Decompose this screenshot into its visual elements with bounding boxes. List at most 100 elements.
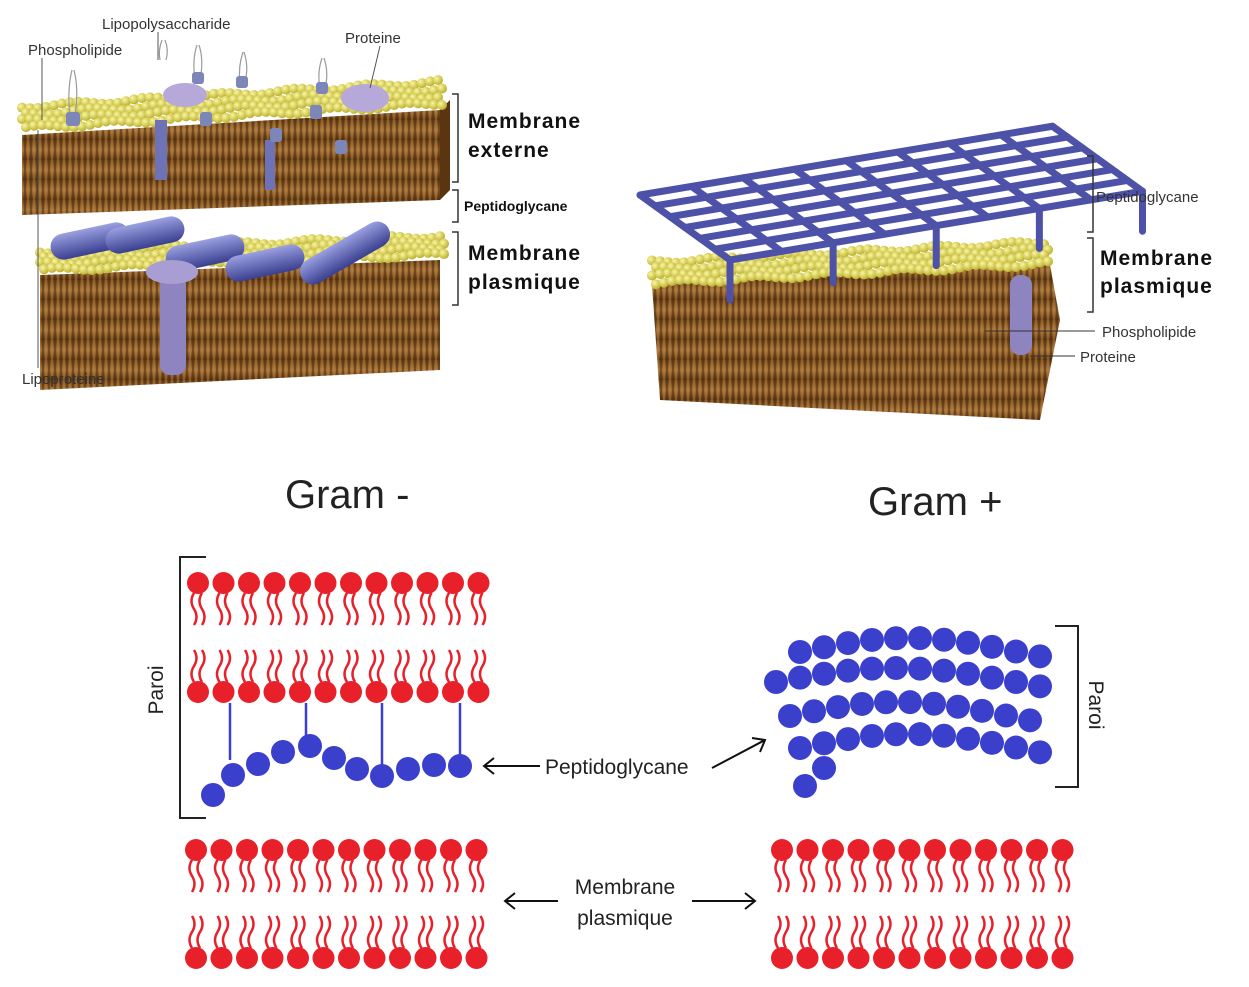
lipid-tail xyxy=(400,915,408,949)
lipid-head-ball xyxy=(21,122,31,133)
lipid-head-ball xyxy=(229,111,239,122)
lipid-head-ball xyxy=(109,115,119,126)
lipid-head xyxy=(365,572,388,594)
lipid-head-ball xyxy=(87,265,97,276)
lipid-head-ball xyxy=(95,264,105,275)
lipid-head xyxy=(389,839,411,861)
lipid-head-ball xyxy=(397,98,407,109)
lipid-tail xyxy=(341,859,349,893)
peptidoglycane-label-right-3d: Peptidoglycane xyxy=(1096,189,1199,206)
lipid-head xyxy=(391,572,413,594)
lipid-tail xyxy=(1011,859,1020,893)
lipid-head xyxy=(363,947,386,969)
lipid-tail xyxy=(986,859,994,893)
lipid-head-ball xyxy=(93,118,103,129)
lipid-head-ball xyxy=(739,272,749,283)
peptidoglycan-unit xyxy=(812,756,836,780)
lipid-tail xyxy=(239,859,247,893)
lipid-head-ball xyxy=(423,247,433,258)
lipid-tail xyxy=(264,915,273,949)
peptidoglycan-unit xyxy=(826,695,850,720)
lipid-head xyxy=(289,681,311,703)
lipid-tail xyxy=(884,859,892,893)
lipid-tail xyxy=(884,915,892,949)
lipid-head-ball xyxy=(101,116,111,127)
lipid-tail xyxy=(909,859,918,893)
paroi-label-left: Paroi xyxy=(145,665,168,714)
lipid-head-ball xyxy=(39,264,49,275)
lipid-head-ball xyxy=(125,116,135,127)
lipid-tail xyxy=(351,592,359,626)
schematic-gram-negative: Paroi xyxy=(145,556,490,969)
lipid-tail xyxy=(349,859,357,893)
paroi-bracket-left xyxy=(179,556,206,819)
lipid-tail xyxy=(196,859,204,893)
peptidoglycan-unit xyxy=(788,736,812,760)
lipid-head-ball xyxy=(269,107,279,118)
lipid-head xyxy=(261,947,284,969)
lipid-tail xyxy=(1054,915,1063,949)
phospholipide-label-right: Phospholipide xyxy=(1102,324,1196,341)
lipid-head-ball xyxy=(49,100,59,111)
lipid-head-ball xyxy=(819,267,829,278)
lipid-tail xyxy=(298,915,306,949)
lipid-tail xyxy=(782,915,790,949)
lipid-head xyxy=(263,572,286,594)
membrane-proteins xyxy=(146,83,389,375)
lipid-head xyxy=(796,839,819,861)
peptidoglycan-crosslink xyxy=(997,131,1095,204)
lipid-head-ball xyxy=(1007,253,1017,264)
lipid-head xyxy=(338,947,360,969)
lipid-tail xyxy=(247,859,255,893)
peptidoglycan-unit xyxy=(802,699,826,724)
lipid-head xyxy=(975,947,997,969)
lipid-head-ball xyxy=(779,273,789,284)
lipid-tail xyxy=(453,649,461,683)
lipid-head-ball xyxy=(89,109,99,120)
lipid-head xyxy=(1051,839,1074,861)
lipid-head-ball xyxy=(217,104,227,115)
peptidoglycan-unit xyxy=(448,754,472,778)
lipid-head-ball xyxy=(387,244,397,255)
lipid-head xyxy=(442,572,464,594)
lipid-tail xyxy=(266,592,275,626)
lipid-tail xyxy=(1062,915,1071,949)
lipid-head-ball xyxy=(213,113,223,124)
lipid-head-ball xyxy=(883,265,893,276)
peptidoglycan-unit xyxy=(932,658,956,683)
lipid-tail xyxy=(1037,915,1045,949)
lipid-tail xyxy=(317,592,326,626)
gram-positive-title: Gram + xyxy=(868,480,1002,524)
gram-neg-leader-lines xyxy=(37,32,381,368)
lipid-tail xyxy=(374,915,383,949)
lipid-tail xyxy=(1011,915,1020,949)
lipid-head xyxy=(185,839,207,861)
lipid-head-ball xyxy=(791,263,801,274)
lipid-head-ball xyxy=(313,96,323,107)
lipid-tail xyxy=(774,859,782,893)
lipid-tail xyxy=(858,859,867,893)
lipid-head xyxy=(312,839,335,861)
lipid-head-ball xyxy=(963,260,973,271)
lipid-head-ball xyxy=(647,270,657,281)
lipid-head xyxy=(340,572,362,594)
lipid-head-ball xyxy=(939,265,949,276)
lipid-head xyxy=(340,681,362,703)
lipid-head-ball xyxy=(47,262,57,273)
lipid-tail xyxy=(290,859,298,893)
peptidoglycan-grid xyxy=(636,122,1146,304)
peptidoglycan-unit xyxy=(422,753,446,777)
peptidoglycan-crosslink xyxy=(688,182,786,255)
lipid-head-ball xyxy=(145,92,155,103)
lipid-head-ball xyxy=(863,260,873,271)
lipid-head-ball xyxy=(367,252,377,263)
lipid-head-ball xyxy=(81,110,91,121)
lipid-head-ball xyxy=(783,265,793,276)
lipid-head-ball xyxy=(189,111,199,122)
lipid-head-ball xyxy=(395,243,405,254)
lipid-head-ball xyxy=(955,262,965,273)
lipid-head-ball xyxy=(241,100,251,111)
lipoproteine-label: Lipoproteine xyxy=(22,371,105,388)
membrane-plasmique-label-schematic-line1: Membrane xyxy=(575,876,675,899)
lipid-tail xyxy=(274,592,283,626)
